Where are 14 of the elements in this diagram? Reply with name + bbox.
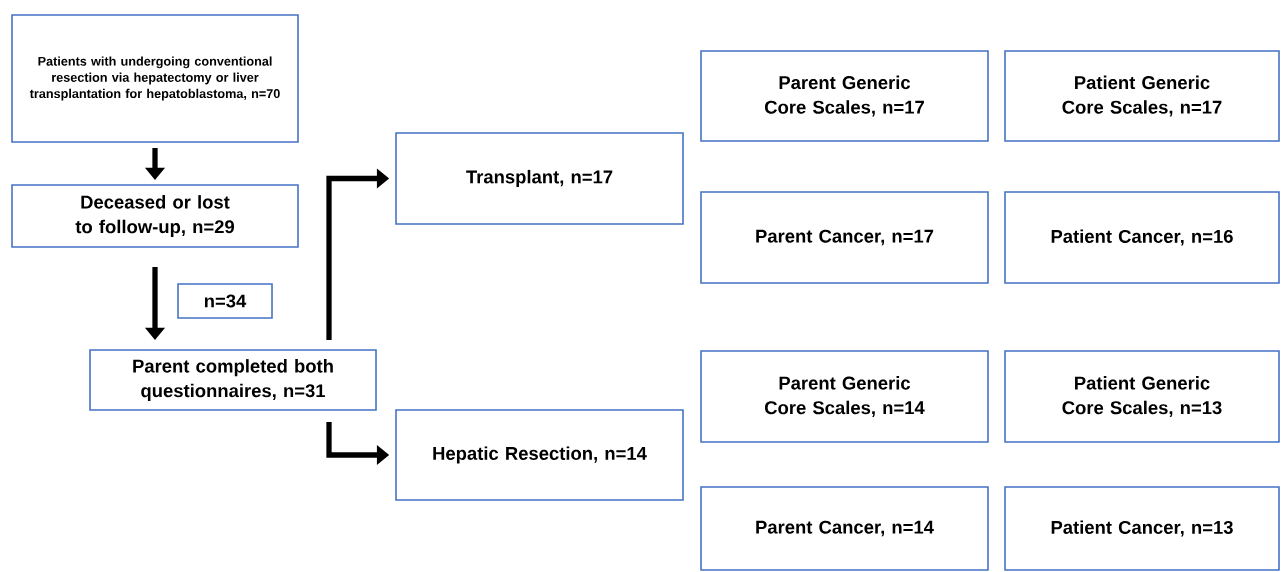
process-box: Parent completed both questionnaires, n=31	[89, 349, 377, 411]
process-box: Transplant, n=17	[395, 132, 684, 225]
process-box: Parent Cancer, n=14	[700, 486, 989, 571]
process-box: Patient Generic Core Scales, n=13	[1004, 350, 1280, 443]
process-box: Hepatic Resection, n=14	[395, 409, 684, 501]
count-box: n=34	[177, 283, 273, 319]
process-box: Patients with undergoing conventional resection via hepatectomy or liver transplantation for hepatoblastoma, n=70	[11, 14, 299, 143]
process-box: Deceased or lost to follow-up, n=29	[11, 184, 299, 248]
process-box: Parent Generic Core Scales, n=17	[700, 50, 989, 142]
process-box: Parent Cancer, n=17	[700, 191, 989, 284]
process-box: Patient Cancer, n=16	[1004, 191, 1280, 284]
process-box: Parent Generic Core Scales, n=14	[700, 350, 989, 443]
process-box: Patient Cancer, n=13	[1004, 486, 1280, 571]
process-box: Patient Generic Core Scales, n=17	[1004, 50, 1280, 142]
